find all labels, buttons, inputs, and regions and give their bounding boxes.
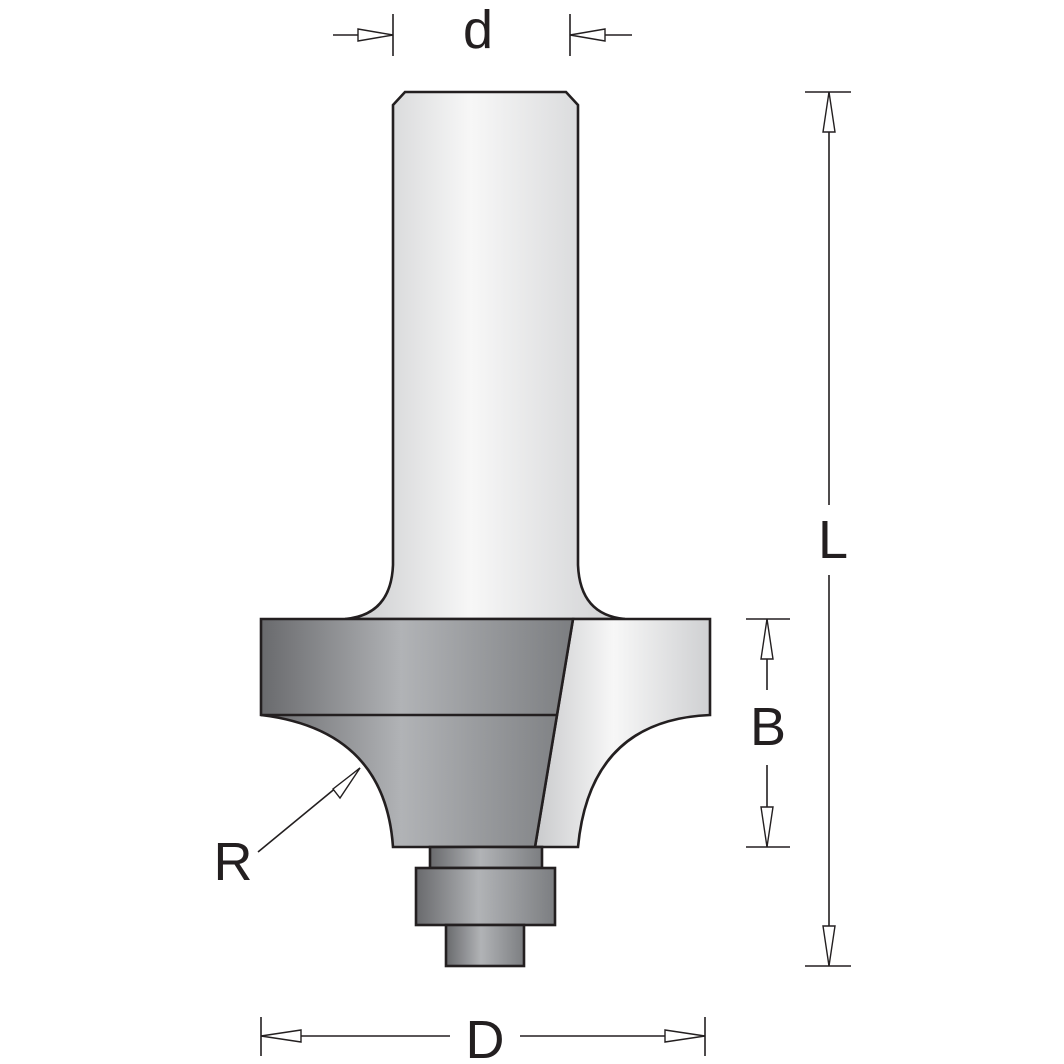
label-L: L (818, 510, 848, 570)
dimension-B: B (746, 618, 790, 848)
dimension-R: R (214, 767, 361, 892)
dimension-D: D (260, 1010, 706, 1064)
dimension-d: d (333, 0, 632, 60)
dimension-L: L (805, 91, 851, 967)
bearing-pin (444, 923, 526, 968)
bearing (414, 866, 557, 927)
shank (344, 90, 626, 621)
label-d: d (463, 0, 493, 60)
cutter-right (533, 617, 712, 849)
bearing-spacer (428, 845, 544, 870)
label-B: B (750, 697, 786, 757)
label-R: R (214, 832, 253, 892)
label-D: D (466, 1010, 505, 1064)
cutter-body (259, 617, 575, 849)
